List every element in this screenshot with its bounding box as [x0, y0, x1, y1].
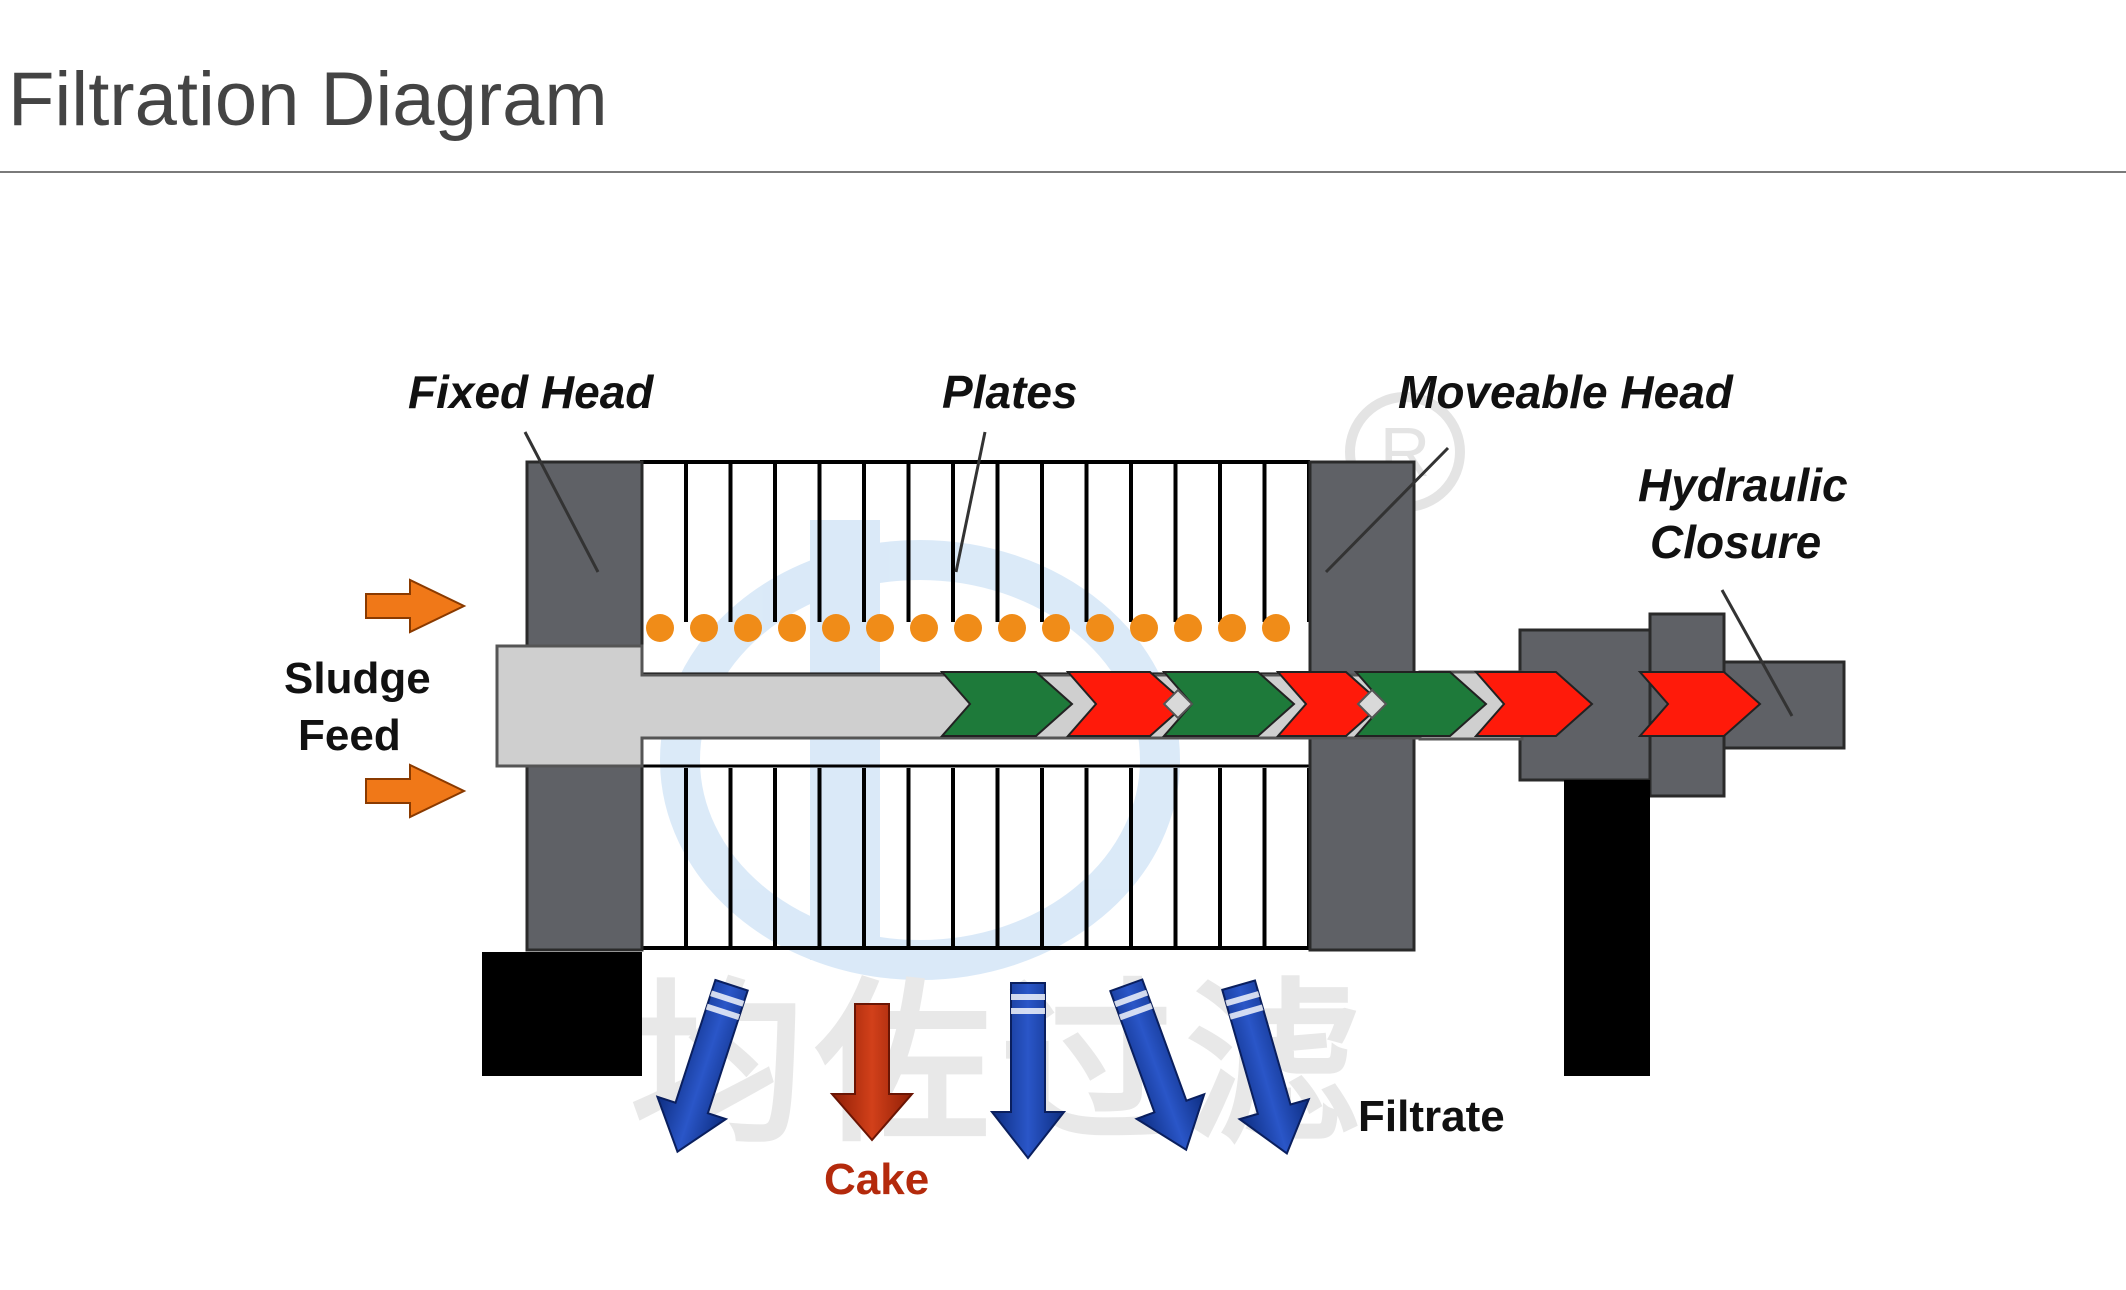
- filtrate-arrow-2: [989, 982, 1067, 1160]
- feed-arrow-upper: [365, 578, 467, 634]
- fixed-base: [482, 952, 642, 1076]
- sludge-label-line2: Feed: [298, 711, 401, 760]
- sludge-dot: [1042, 614, 1070, 642]
- plates-label: Plates: [942, 366, 1078, 418]
- filtrate-arrow-4: [1221, 979, 1311, 1155]
- sludge-dot: [1086, 614, 1114, 642]
- sludge-dot: [910, 614, 938, 642]
- fixed-head-lower: [525, 736, 644, 952]
- chevron-green: [939, 671, 1074, 737]
- sludge-feed-arrows: [365, 578, 467, 819]
- cake-label: Cake: [824, 1155, 929, 1204]
- chevron-red: [1637, 671, 1762, 737]
- plates-lower-frame: [640, 764, 1312, 950]
- pointer-lines: [523, 431, 1794, 717]
- page-header: Filtration Diagram: [0, 0, 2126, 173]
- sludge-label-line1: Sludge: [284, 654, 431, 703]
- filtrate-arrows: [655, 978, 1311, 1160]
- sludge-dot: [778, 614, 806, 642]
- chevron-red: [1065, 671, 1188, 737]
- moveable-head-label: Moveable Head: [1398, 366, 1734, 418]
- page-title: Filtration Diagram: [8, 57, 608, 142]
- filtrate-arrow-1: [655, 978, 749, 1154]
- cake-arrow: [829, 1003, 915, 1142]
- sludge-dot: [734, 614, 762, 642]
- sludge-dot: [822, 614, 850, 642]
- sludge-dot: [1262, 614, 1290, 642]
- hydraulic-label-line2: Closure: [1650, 516, 1821, 568]
- filtrate-arrow-3: [1109, 978, 1206, 1152]
- sludge-dot: [866, 614, 894, 642]
- chevron-gap-diamond: [1356, 688, 1388, 720]
- sludge-dot: [646, 614, 674, 642]
- sludge-dot: [1130, 614, 1158, 642]
- feed-arrow-lower: [365, 763, 467, 819]
- sludge-dot: [998, 614, 1026, 642]
- hydraulic-chevrons: [939, 671, 1762, 737]
- chevron-gap-diamond: [1162, 688, 1194, 720]
- chevron-red: [1275, 671, 1384, 737]
- filtrate-label: Filtrate: [1358, 1092, 1505, 1141]
- fixed-head-upper: [525, 460, 644, 674]
- sludge-dot: [1218, 614, 1246, 642]
- sludge-dot: [1174, 614, 1202, 642]
- watermark: R 均佐过滤: [630, 392, 1465, 1167]
- hydraulic-label-line1: Hydraulic: [1638, 459, 1848, 511]
- sludge-dot: [690, 614, 718, 642]
- chevron-red: [1473, 671, 1594, 737]
- moveable-base: [1564, 780, 1650, 1076]
- fixed-head-label: Fixed Head: [408, 366, 654, 418]
- sludge-dots: [646, 614, 1290, 642]
- sludge-dot: [954, 614, 982, 642]
